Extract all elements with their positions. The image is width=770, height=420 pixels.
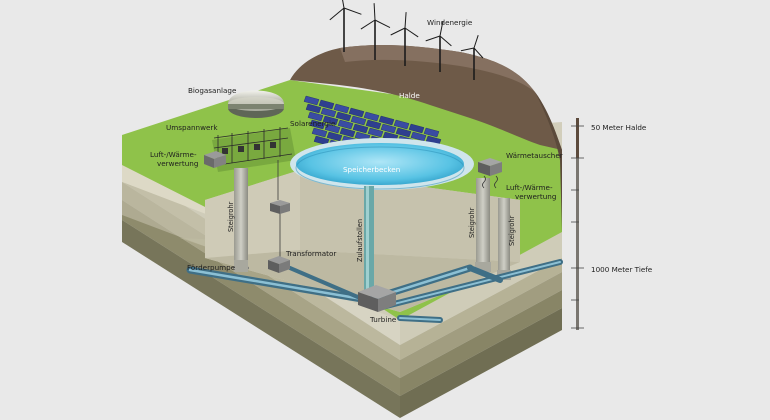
wind-turbine-icon <box>390 12 419 66</box>
machine-transformator-upper <box>270 200 290 214</box>
block-side-face <box>400 232 562 418</box>
label-scale-bottom: 1000 Meter Tiefe <box>591 265 653 274</box>
label-zulaufstollen: Zulaufstollen <box>356 219 364 262</box>
solar-panel-icon <box>350 115 367 126</box>
biogas-plant <box>228 90 284 118</box>
label-umspannwerk: Umspannwerk <box>166 123 218 132</box>
solar-panel-icon <box>423 127 440 138</box>
solar-panel-icon <box>393 119 410 130</box>
label-turbine: Turbine <box>369 315 397 324</box>
label-luft-waerme-left-1: Luft-/Wärme- <box>150 150 197 159</box>
turbine <box>358 285 396 312</box>
label-halde: Halde <box>399 91 420 100</box>
wind-turbine-icon <box>425 21 452 72</box>
solar-panel-icon <box>367 127 384 138</box>
solar-panel-icon <box>348 107 365 118</box>
label-speicherbecken: Speicherbecken <box>343 165 400 174</box>
solar-panel-icon <box>318 99 335 110</box>
label-steigrohr-left: Steigrohr <box>227 201 235 232</box>
wind-turbine-icon <box>360 3 391 60</box>
solar-panel-icon <box>320 107 337 118</box>
solar-panel-icon <box>322 115 339 126</box>
label-steigrohr-right-1: Steigrohr <box>468 207 476 238</box>
label-luft-waerme-right-1: Luft-/Wärme- <box>506 183 553 192</box>
depth-scale <box>571 118 584 330</box>
solar-panel-icon <box>311 127 328 138</box>
solar-panel-icon <box>363 111 380 122</box>
reservoir <box>290 138 474 190</box>
cavity-back-wall <box>300 170 520 262</box>
solar-panel-icon <box>324 123 341 134</box>
shaft-left <box>233 168 249 272</box>
wind-turbine-icon <box>329 0 362 52</box>
wind-turbines <box>329 0 484 80</box>
solar-panel-icon <box>408 123 425 134</box>
solar-panel-icon <box>309 119 326 130</box>
label-foerderpumpe: Förderpumpe <box>187 263 236 272</box>
solar-panel-icon <box>303 95 320 106</box>
label-biogasanlage: Biogasanlage <box>188 86 237 95</box>
solar-panel-icon <box>307 111 324 122</box>
label-steigrohr-right-2: Steigrohr <box>508 215 516 246</box>
solar-panel-icon <box>352 123 369 134</box>
solar-panel-icon <box>380 123 397 134</box>
cavity-left-wall <box>205 170 300 258</box>
label-scale-top: 50 Meter Halde <box>591 123 647 132</box>
solar-panel-icon <box>335 111 352 122</box>
solar-panel-icon <box>339 127 356 138</box>
shaft-zulauf <box>364 186 374 291</box>
solar-panel-icon <box>378 115 395 126</box>
solar-panel-icon <box>365 119 382 130</box>
pipe-network <box>186 259 563 323</box>
transformator <box>268 256 290 273</box>
solar-panel-icon <box>395 127 412 138</box>
label-waermetauscher: Wärmetauscher <box>506 151 563 160</box>
label-luft-waerme-left-2: verwertung <box>157 159 198 168</box>
solar-panel-icon <box>337 119 354 130</box>
power-lines <box>277 160 281 260</box>
waermetauscher <box>478 158 502 189</box>
machine-luft-left <box>204 151 226 168</box>
substation <box>212 127 296 172</box>
label-transformator: Transformator <box>285 249 336 258</box>
solar-panel-icon <box>305 103 322 114</box>
label-luft-waerme-right-2: verwertung <box>515 192 556 201</box>
label-windenergie: Windenergie <box>427 18 473 27</box>
shaft-right-1 <box>475 178 491 272</box>
solar-panel-icon <box>333 103 350 114</box>
label-solarenergie: Solarenergie <box>290 119 336 128</box>
halde-side <box>535 92 562 232</box>
halde-highlight <box>340 45 535 92</box>
wind-turbine-icon <box>460 35 484 80</box>
